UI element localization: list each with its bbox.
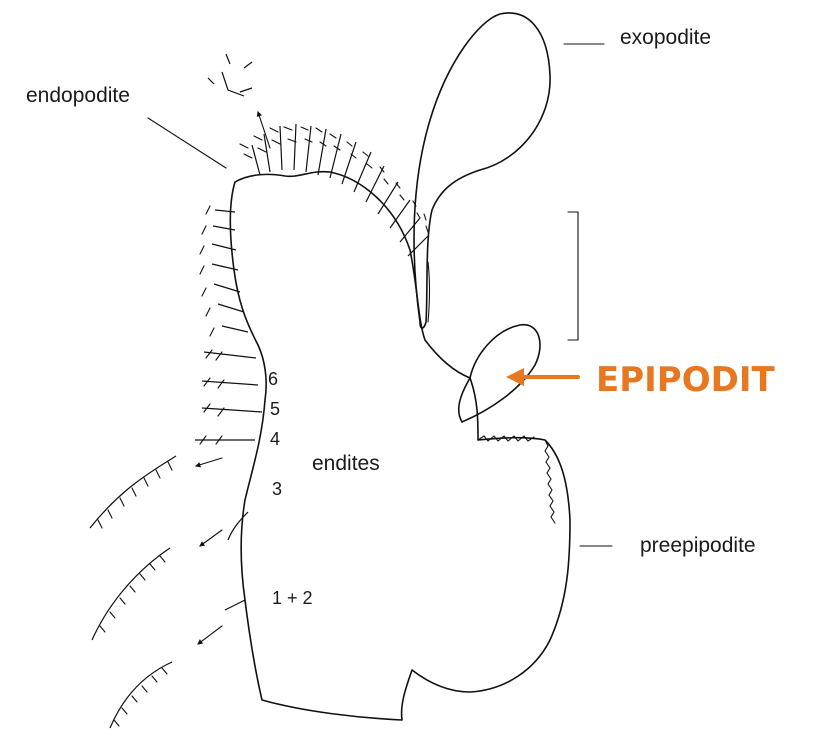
endopodite-leader (148, 118, 226, 168)
limb-body (230, 172, 570, 720)
endites-label: endites (312, 452, 380, 475)
epipodite-lobe (459, 325, 540, 422)
endite-number-1-2: 1 + 2 (272, 588, 313, 608)
exopodite-lobe (414, 13, 550, 328)
epipodit-label: EPIPODIT (596, 360, 775, 400)
endite-number-4: 4 (270, 429, 280, 449)
endite-number-5: 5 (270, 399, 280, 419)
epipodit-arrow (506, 368, 578, 386)
scale-bar (568, 212, 578, 340)
exopodite-label: exopodite (620, 26, 711, 49)
preepipodite-label: preepipodite (640, 534, 756, 557)
endopodite-label: endopodite (26, 84, 130, 107)
endite-number-3: 3 (272, 479, 282, 499)
endite-number-6: 6 (268, 369, 278, 389)
